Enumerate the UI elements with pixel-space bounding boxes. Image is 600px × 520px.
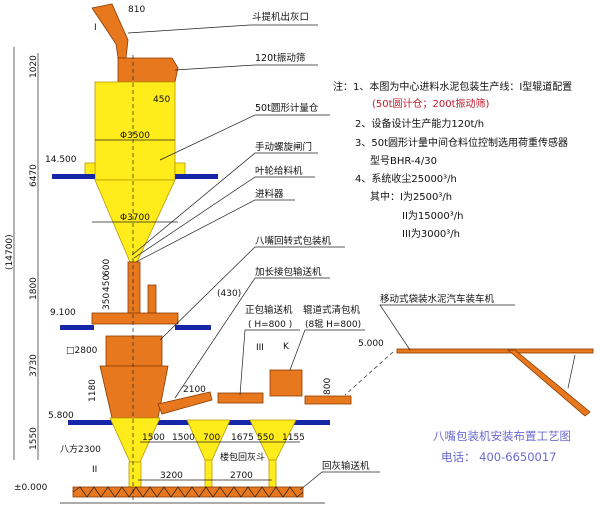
dim-3700: Φ3700 — [120, 213, 150, 223]
dim-600: 600 — [102, 259, 112, 276]
loader-strut — [567, 354, 576, 389]
dim-450: 450 — [153, 95, 170, 105]
dim-1500a: 1500 — [142, 433, 165, 443]
dim-2100: 2100 — [183, 385, 206, 395]
upright-conveyor — [217, 392, 264, 404]
leader-lines — [127, 24, 515, 491]
dim-810: 810 — [128, 5, 145, 15]
truck-loader-beam — [396, 348, 594, 354]
dim-14700: (14700) — [5, 234, 15, 270]
feeder-column — [127, 261, 141, 315]
elevation-9100: 9.100 — [50, 308, 76, 318]
dim-3200: 3200 — [160, 471, 183, 481]
label-roller-cleaner-spec: (8辊 H=800) — [305, 318, 361, 330]
mark-I: I — [94, 23, 97, 33]
note-line: 4、系统收尘25000³/h — [355, 172, 457, 185]
dim-550: 550 — [257, 433, 274, 443]
mark-K: K — [283, 342, 290, 352]
dim-2700: 2700 — [230, 471, 253, 481]
dim-1550: 1550 — [29, 427, 39, 450]
loader-leader — [344, 351, 394, 396]
dim-800: 800 — [323, 378, 333, 395]
impeller-feeder — [147, 284, 157, 314]
weighing-bin — [94, 81, 176, 181]
note-line: (50t圆计仓；200t振动筛) — [372, 97, 490, 110]
elevation-0: ±0.000 — [14, 483, 48, 493]
return-hopper-2-pipe — [268, 459, 277, 489]
rotary-packer-head — [105, 335, 163, 367]
bin-lug-left — [84, 162, 96, 176]
label-roller-cleaner: 辊道式清包机 — [303, 304, 361, 316]
floor-9100-right — [175, 325, 211, 330]
label-elevator-outlet: 斗提机出灰口 — [252, 11, 309, 23]
label-truck-loader: 移动式袋装水泥汽车装车机 — [380, 293, 495, 305]
return-hopper-1-pipe — [204, 459, 213, 489]
dim-1180: 1180 — [88, 379, 98, 402]
dim-6470: 6470 — [29, 164, 39, 187]
notes: 注：1、本图为中心进料水泥包装生产线：I型辊道配置 (50t圆计仓；200t振动… — [333, 80, 572, 240]
dim-350: 350 — [102, 293, 112, 310]
dim-700: 700 — [203, 433, 220, 443]
note-line: III为3000³/h — [402, 228, 460, 240]
packer-platform — [91, 312, 179, 325]
phone-number: 电话： 400-6650017 — [441, 450, 556, 464]
return-conveyor — [72, 486, 304, 498]
dim-1675: 1675 — [231, 433, 254, 443]
screw-flight — [72, 486, 304, 498]
elevation-14500: 14.500 — [45, 155, 77, 165]
dim-1020: 1020 — [29, 55, 39, 78]
vibrating-screen — [117, 57, 179, 83]
diagram-title: 八嘴包装机安装布置工艺图 — [433, 429, 571, 443]
label-return-hopper: 楼包回灰斗 — [220, 451, 265, 463]
dim-1500b: 1500 — [172, 433, 195, 443]
dim-430: (430) — [217, 289, 241, 299]
dim-450b: 450 — [102, 275, 112, 292]
floor-14500-left — [52, 174, 95, 179]
label-upright-conveyor-spec: ( H=800 ) — [248, 320, 292, 330]
label-impeller-feeder: 叶轮给料机 — [255, 165, 303, 177]
dim-1800: 1800 — [29, 277, 39, 300]
elevation-5000: 5.000 — [358, 339, 384, 349]
label-upright-conveyor: 正包输送机 — [245, 304, 293, 316]
label-weighing-bin: 50t圆形计量仓 — [255, 102, 319, 114]
extended-conveyor — [157, 391, 213, 415]
label-return-conveyor: 回灰输送机 — [322, 460, 370, 472]
truck-loader-arm — [506, 349, 591, 417]
mark-III: III — [256, 343, 264, 353]
note-line: 其中：I为2500³/h — [370, 190, 452, 203]
note-line: 3、50t圆形计量中间仓料位控制选用荷重传感器 — [355, 136, 568, 149]
elevation-5800: 5.800 — [48, 411, 74, 421]
roller-cleaner — [269, 369, 303, 397]
rotary-packer-body — [99, 365, 169, 419]
mark-II: II — [92, 465, 97, 475]
dim-2800: □2800 — [66, 346, 98, 356]
label-vibrating-screen: 120t振动筛 — [255, 52, 305, 64]
dim-2300: 八方2300 — [60, 443, 101, 455]
floor-9100-left — [60, 325, 94, 330]
outlet-conveyor — [304, 395, 352, 405]
dim-3500: Φ3500 — [120, 131, 150, 141]
dim-1155: 1155 — [282, 433, 305, 443]
label-manual-gate: 手动螺旋闸门 — [255, 141, 312, 153]
dim-3730: 3730 — [29, 354, 39, 377]
note-line: 注：1、本图为中心进料水泥包装生产线：I型辊道配置 — [333, 80, 572, 93]
note-line: II为15000³/h — [402, 210, 463, 222]
label-rotary-packer: 八嘴回转式包装机 — [255, 235, 332, 247]
floor-14500-right — [175, 174, 218, 179]
note-line: 2、设备设计生产能力120t/h — [355, 117, 484, 130]
bin-lug-right — [174, 162, 186, 176]
elevator-chute — [91, 3, 129, 59]
hopper-main-pipe — [128, 461, 142, 489]
label-feeder: 进料器 — [255, 188, 284, 200]
note-line: 型号BHR-4/30 — [370, 154, 437, 167]
label-extended-conveyor: 加长接包输送机 — [255, 266, 322, 278]
